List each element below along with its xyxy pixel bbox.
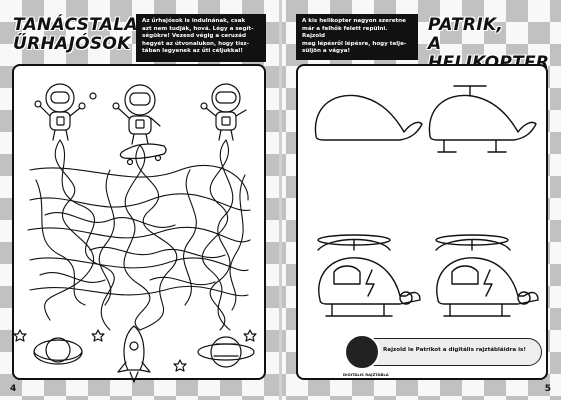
left-title-line1: TANÁCSTALAN [13, 15, 153, 35]
callout-text: Rajzold le Patrikot a digitális rajztábl… [383, 347, 526, 353]
helicopter-step-2-icon [428, 85, 537, 153]
left-page-number: 4 [10, 384, 17, 394]
saturn-planet-icon [197, 336, 255, 368]
astronaut-1-icon [34, 83, 86, 141]
helicopter-step-3-icon [317, 234, 421, 317]
right-title-line1: PATRIK, [428, 15, 504, 35]
star-decoration-icons [13, 329, 257, 372]
planet-ringed-icon [33, 337, 83, 365]
helicopter-step-1-icon [314, 94, 423, 141]
skateboard-icon [119, 143, 167, 166]
astronaut-3-icon [200, 83, 247, 141]
left-instruction-line: azt nem tudják, hová. Légy a segít- [142, 25, 254, 32]
right-instruction-line: süljön a vágya! [302, 48, 351, 55]
badge-label: DIGITÁLIS RAJZTÁBLA [343, 372, 389, 377]
digital-tablet-badge-icon [344, 334, 380, 370]
tangled-maze-paths [27, 139, 251, 331]
drawing-panel [296, 64, 548, 380]
right-instruction-line: már a felhők felett repülni. Rajzold [302, 25, 388, 40]
left-title-line2: ŰRHAJÓSOK [13, 34, 131, 54]
helicopter-step-4-icon [435, 234, 539, 317]
left-page-title: TANÁCSTALAN ŰRHAJÓSOK [13, 16, 152, 54]
left-instruction-line: Az űrhajósok is indulnának, csak [142, 18, 246, 24]
astronaut-2-icon [112, 84, 161, 145]
rocket-icon [117, 325, 151, 383]
left-instruction-line: tában legyenek az űti céljukkal! [142, 48, 243, 55]
left-instruction-line: ségükre! Vezesd végig a ceruzád [142, 33, 246, 40]
moon-dot-icon [89, 92, 97, 100]
left-instruction-line: hegyét az útvonalukon, hogy tisz- [142, 40, 250, 47]
right-instructions-box: A kis helikopter nagyon szeretne már a f… [296, 14, 418, 60]
right-instruction-line: meg lépésről lépésre, hogy telje- [302, 40, 407, 47]
right-page-number: 5 [544, 384, 551, 394]
page-spine [279, 0, 282, 400]
digital-drawing-callout [356, 338, 542, 366]
left-instructions-box: Az űrhajósok is indulnának, csak azt nem… [136, 14, 266, 62]
right-instruction-line: A kis helikopter nagyon szeretne [302, 18, 406, 24]
